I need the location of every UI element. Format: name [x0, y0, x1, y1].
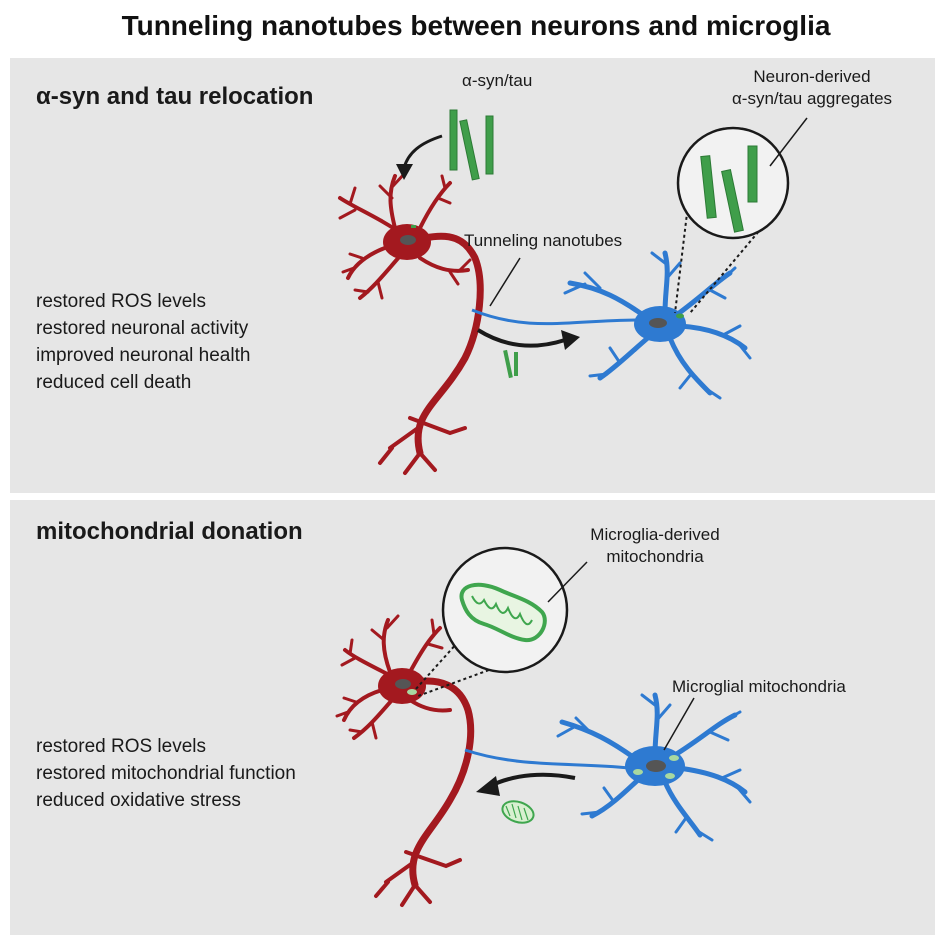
neuron-icon [338, 171, 484, 475]
outcome-item: restored ROS levels [36, 736, 207, 757]
outcome-item: restored mitochondrial function [36, 763, 296, 784]
microglial-mitochondrion [669, 755, 679, 761]
panel-mitochondrial-donation: mitochondrial donation restored ROS leve… [10, 500, 935, 935]
aggregates-leader-line [769, 117, 808, 167]
donation-illustration [335, 546, 752, 907]
donated-mitochondrion-in-neuron [407, 689, 417, 695]
figure-title: Tunneling nanotubes between neurons and … [121, 10, 831, 41]
aggregate-in-neuron [411, 225, 416, 228]
microglial-mitochondrion [665, 773, 675, 779]
panel-heading: mitochondrial donation [36, 518, 303, 545]
tunneling-nanotube [464, 748, 631, 770]
zoom-guide-line [414, 641, 459, 691]
neuron-icon [335, 614, 475, 907]
outcome-item: reduced oxidative stress [36, 790, 241, 811]
derived-label-line1: Microglia-derived [590, 525, 720, 544]
aggregates-label: Neuron-derived α-syn/tau aggregates [702, 66, 922, 110]
microglia-nucleus [646, 760, 666, 772]
aggregates-label-line2: α-syn/tau aggregates [731, 89, 893, 108]
microglia-icon [563, 250, 752, 400]
cargo-label: α-syn/tau [462, 71, 533, 90]
transferring-mitochondrion-icon [501, 800, 535, 824]
transferring-fibrils-icon [503, 349, 518, 379]
microglia-nucleus [649, 318, 667, 328]
microglial-mitochondria-label: Microglial mitochondria [672, 677, 846, 696]
transfer-arrow-icon [476, 328, 580, 350]
syn-tau-fibrils-icon [449, 109, 494, 181]
relocation-illustration [338, 109, 808, 475]
outcome-item: restored ROS levels [36, 291, 207, 312]
zoomed-aggregates-icon [700, 145, 758, 233]
nanotube-leader-line [489, 257, 521, 307]
nanotubes-label: Tunneling nanotubes [464, 231, 623, 250]
outcome-item: restored neuronal activity [36, 318, 249, 339]
outcome-list: restored ROS levels restored neuronal ac… [36, 288, 250, 396]
zoom-guide-line [417, 665, 501, 697]
microglia-icon [556, 692, 752, 842]
tunneling-nanotube [471, 308, 641, 326]
aggregate-inside-microglia [676, 313, 684, 319]
derived-label-line2: mitochondria [606, 547, 704, 566]
outcome-item: improved neuronal health [36, 345, 251, 366]
derived-mitochondria-label: Microglia-derived mitochondria [570, 524, 740, 568]
arrow-to-neuron-icon [396, 134, 443, 180]
zoomed-mitochondrion-icon [459, 582, 547, 643]
aggregates-label-line1: Neuron-derived [753, 67, 871, 86]
microglial-mitochondrion [633, 769, 643, 775]
derived-leader-line [547, 561, 588, 603]
outcome-item: reduced cell death [36, 372, 192, 393]
microglial-leader-line [663, 697, 695, 751]
transfer-arrow-icon [476, 772, 576, 796]
neuron-nucleus [400, 235, 416, 245]
neuron-nucleus [395, 679, 411, 689]
outcome-list: restored ROS levels restored mitochondri… [36, 733, 296, 814]
panel-syn-tau-relocation: α-syn and tau relocation restored ROS le… [10, 58, 935, 493]
panel-heading: α-syn and tau relocation [36, 83, 314, 110]
zoom-guide-line [674, 204, 689, 314]
